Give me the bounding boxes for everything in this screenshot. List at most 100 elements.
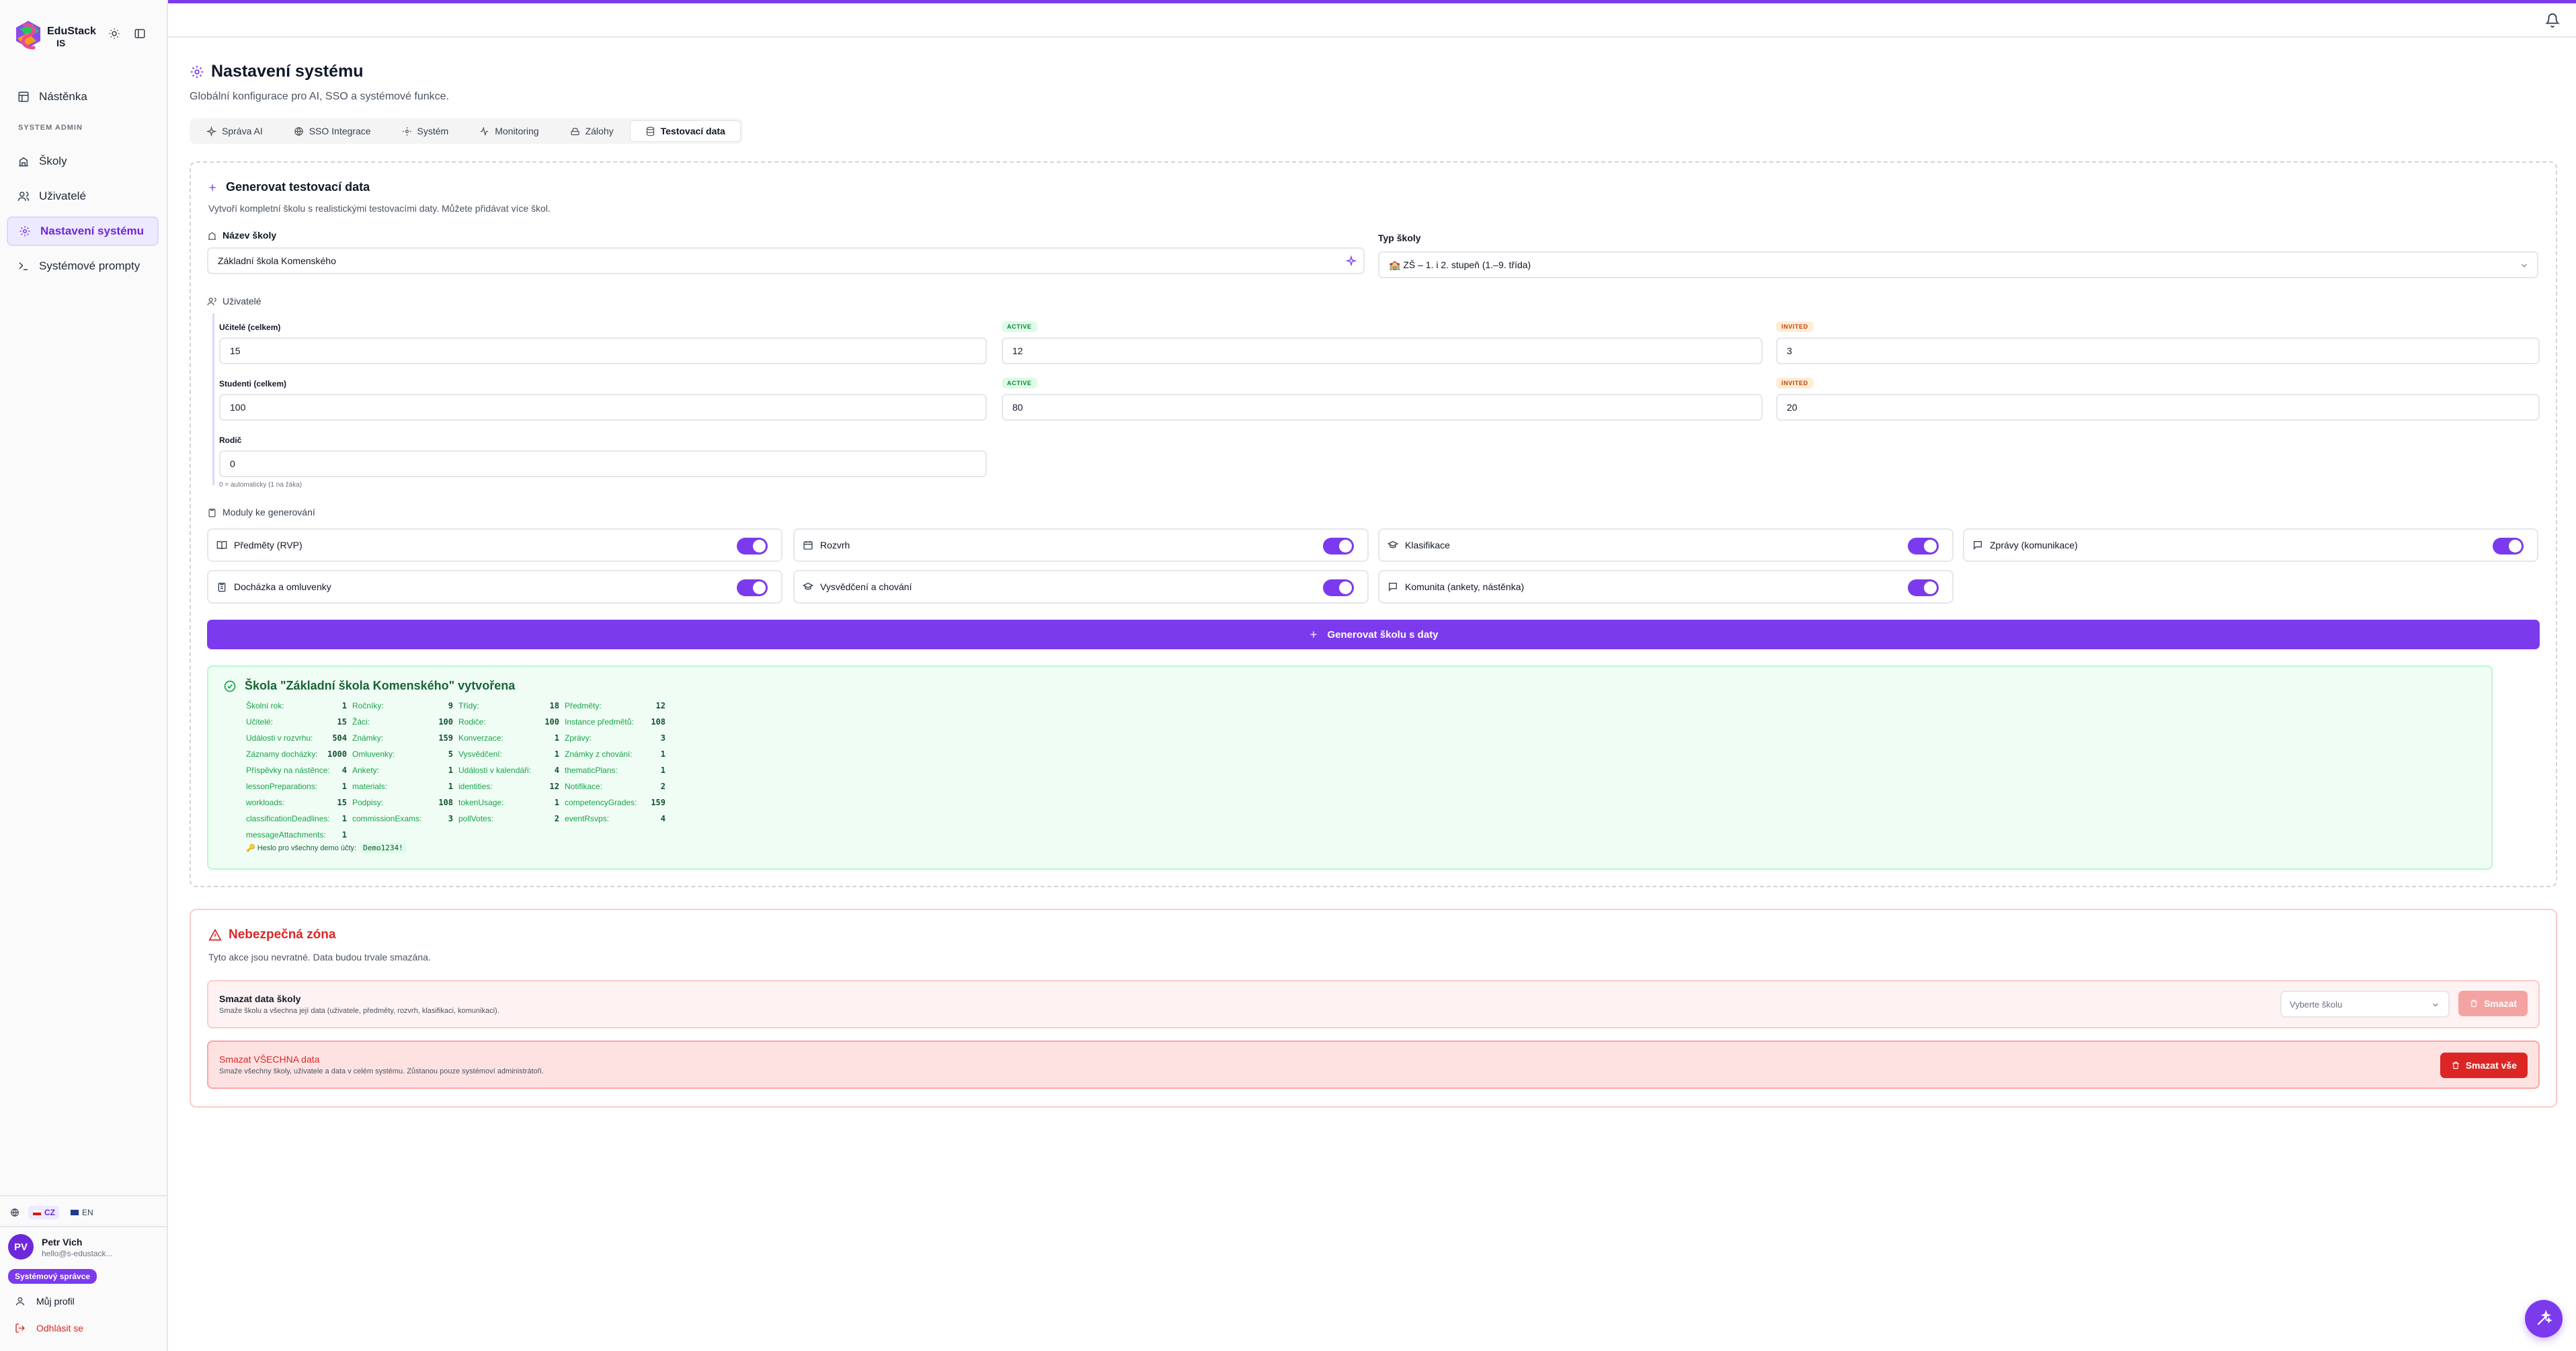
tab-test-data[interactable]: Testovací data — [629, 120, 741, 142]
module-toggle[interactable] — [737, 579, 768, 596]
sidebar-item-label: Nastavení systému — [40, 224, 145, 237]
stat-value: 1 — [554, 749, 559, 759]
sidebar-item-system-settings[interactable]: Nastavení systému — [7, 216, 159, 246]
ai-assistant-button[interactable] — [2525, 1300, 2563, 1338]
result-stat: Předměty:12 — [565, 698, 671, 714]
result-stat: Ročníky:9 — [352, 698, 458, 714]
module-toggle[interactable] — [737, 538, 768, 555]
stat-label: thematicPlans: — [565, 766, 618, 775]
stat-value: 1 — [660, 749, 666, 759]
result-stat: Instance předmětů:108 — [565, 714, 671, 730]
sidebar-item-label: Uživatelé — [39, 190, 86, 202]
topbar — [168, 0, 2576, 38]
result-stat: pollVotes:2 — [458, 811, 565, 827]
module-toggle[interactable] — [1908, 579, 1939, 596]
language-en-button[interactable]: EN — [66, 1206, 97, 1219]
gear-icon — [190, 65, 204, 78]
module-schedule[interactable]: Rozvrh — [793, 528, 1369, 562]
school-select[interactable]: Vyberte školu — [2280, 991, 2450, 1018]
module-messages[interactable]: Zprávy (komunikace) — [1963, 528, 2538, 562]
module-toggle[interactable] — [2493, 538, 2524, 555]
tab-ai[interactable]: Správa AI — [192, 120, 278, 142]
stat-value: 504 — [332, 733, 347, 743]
students-total-input[interactable]: 100 — [219, 394, 987, 421]
tab-monitoring[interactable]: Monitoring — [465, 120, 553, 142]
language-cz-button[interactable]: CZ — [28, 1206, 59, 1219]
school-type-select[interactable]: 🏫 ZŠ – 1. i 2. stupeň (1.–9. třída) — [1378, 251, 2538, 278]
graduation-cap-icon — [1387, 540, 1398, 548]
delete-school-button[interactable]: Smazat — [2458, 991, 2528, 1016]
generate-school-button[interactable]: Generovat školu s daty — [207, 620, 2540, 649]
stat-value: 1000 — [327, 749, 347, 759]
module-toggle[interactable] — [1323, 579, 1354, 596]
avatar[interactable]: PV — [8, 1234, 34, 1260]
result-stat: Události v rozvrhu:504 — [246, 730, 352, 746]
parents-label: Rodič — [219, 436, 242, 445]
result-stat: competencyGrades:159 — [565, 794, 671, 811]
active-badge: ACTIVE — [1002, 321, 1037, 332]
users-icon — [207, 297, 216, 305]
tab-backups[interactable]: Zálohy — [555, 120, 629, 142]
stat-label: classificationDeadlines: — [246, 814, 330, 823]
bell-icon[interactable] — [2544, 13, 2561, 30]
profile-link[interactable]: Můj profil — [15, 1296, 75, 1307]
module-community[interactable]: Komunita (ankety, nástěnka) — [1378, 570, 1954, 604]
delete-all-button[interactable]: Smazat vše — [2440, 1053, 2528, 1078]
tab-system[interactable]: Systém — [387, 120, 464, 142]
result-stat: identities:12 — [458, 778, 565, 794]
teachers-invited-input[interactable]: 3 — [1776, 337, 2540, 364]
stat-value: 1 — [341, 814, 347, 823]
delete-all-title: Smazat VŠECHNA data — [219, 1054, 320, 1065]
stat-label: Zprávy: — [565, 733, 592, 743]
stat-label: Školní rok: — [246, 701, 284, 710]
sidebar-item-system-prompts[interactable]: Systémové prompty — [7, 251, 159, 281]
brand[interactable]: EduStack IS — [12, 17, 153, 56]
module-classification[interactable]: Klasifikace — [1378, 528, 1954, 562]
parents-input[interactable]: 0 — [219, 450, 987, 477]
result-stat: materials:1 — [352, 778, 458, 794]
tab-sso[interactable]: SSO Integrace — [279, 120, 386, 142]
delete-school-row: Smazat data školy Smaže školu a všechna … — [207, 980, 2540, 1028]
user-icon — [16, 1297, 24, 1306]
stat-value: 1 — [554, 798, 559, 807]
teachers-total-input[interactable]: 15 — [219, 337, 987, 364]
globe-icon — [294, 126, 303, 136]
module-report-cards[interactable]: Vysvědčení a chování — [793, 570, 1369, 604]
user-block — [0, 1226, 168, 1237]
teachers-active-input[interactable]: 12 — [1002, 337, 1763, 364]
generator-title-text: Generovat testovací data — [226, 180, 370, 194]
stat-label: Známky: — [352, 733, 384, 743]
sidebar-item-dashboard[interactable]: Nástěnka — [7, 82, 159, 112]
collapse-sidebar-icon[interactable] — [133, 27, 147, 40]
graduation-cap-icon — [803, 582, 813, 590]
users-icon — [17, 192, 30, 201]
brand-sub: IS — [56, 38, 66, 48]
result-stat: Záznamy docházky:1000 — [246, 746, 352, 762]
students-active-input[interactable]: 80 — [1002, 394, 1763, 421]
module-toggle[interactable] — [1908, 538, 1939, 555]
sidebar-item-schools[interactable]: Školy — [7, 147, 159, 176]
stat-value: 100 — [545, 717, 559, 727]
module-attendance[interactable]: Docházka a omluvenky — [207, 570, 782, 604]
result-stat: Žáci:100 — [352, 714, 458, 730]
password-value: Demo1234! — [360, 843, 406, 853]
settings-tabs: Správa AI SSO Integrace Systém Monitorin… — [190, 118, 743, 144]
students-invited-input[interactable]: 20 — [1776, 394, 2540, 421]
module-toggle[interactable] — [1323, 538, 1354, 555]
module-subjects[interactable]: Předměty (RVP) — [207, 528, 782, 562]
result-stat: lessonPreparations:1 — [246, 778, 352, 794]
school-name-input[interactable]: Základní škola Komenského — [207, 247, 1365, 274]
result-title-text: Škola "Základní škola Komenského" vytvoř… — [245, 679, 516, 692]
sidebar-item-users[interactable]: Uživatelé — [7, 181, 159, 211]
theme-toggle-icon[interactable] — [108, 27, 121, 40]
result-stat: Třídy:18 — [458, 698, 565, 714]
result-stat: Učitelé:15 — [246, 714, 352, 730]
logout-link[interactable]: Odhlásit se — [15, 1323, 83, 1334]
result-stat: Notifikace:2 — [565, 778, 671, 794]
module-label: Rozvrh — [820, 540, 850, 550]
stat-value: 100 — [438, 717, 453, 727]
nav-section-label: SYSTEM ADMIN — [18, 124, 83, 132]
stat-value: 1 — [660, 766, 666, 775]
sparkle-generate-icon[interactable] — [1345, 255, 1357, 268]
logout-icon — [15, 1323, 25, 1333]
